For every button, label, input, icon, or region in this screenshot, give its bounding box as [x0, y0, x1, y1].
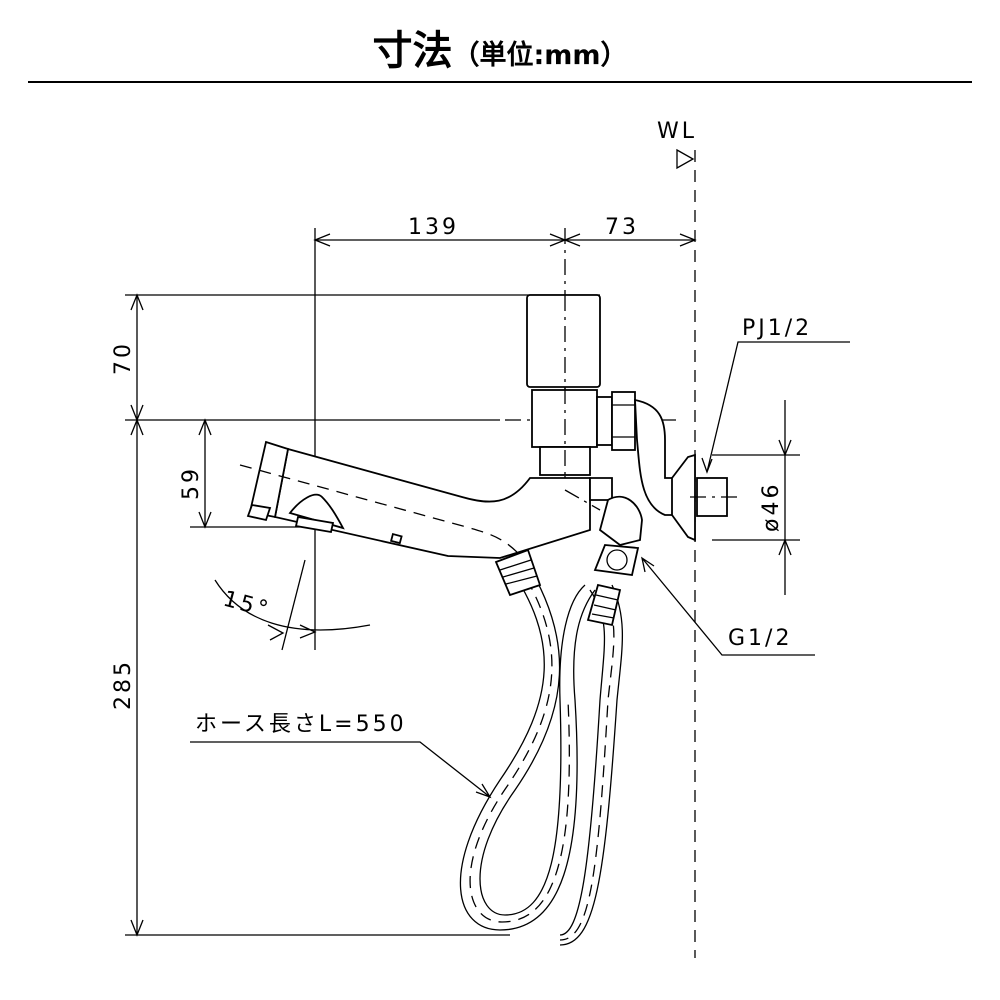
arrows — [130, 293, 212, 937]
title-divider — [28, 81, 972, 83]
spout — [239, 440, 601, 559]
arrows — [778, 439, 792, 556]
page-title: 寸法（単位:mm） — [0, 18, 1000, 76]
dim-70: 70 — [111, 341, 136, 375]
dim-139: 139 — [408, 215, 459, 240]
wall-flange — [671, 453, 740, 542]
title-unit: （単位:mm） — [452, 40, 628, 71]
arrows — [313, 233, 697, 247]
dim-73: 73 — [605, 215, 639, 240]
hose-leader — [190, 741, 492, 799]
dim-59: 59 — [179, 466, 204, 500]
wl-triangle-icon — [676, 148, 695, 170]
dim-285: 285 — [111, 659, 136, 710]
pj-label: PJ1/2 — [742, 316, 812, 341]
hose-couplings — [494, 548, 622, 627]
angle-label: 15° — [220, 587, 273, 624]
angle-line — [281, 559, 306, 651]
g-leader — [641, 556, 815, 656]
g-label: G1/2 — [728, 626, 792, 651]
hose — [459, 559, 623, 946]
hose-label: ホース長さL=550 — [195, 712, 407, 737]
wl-label: WL — [657, 119, 697, 144]
dim-46: ø46 — [759, 482, 784, 532]
angle-arc — [214, 579, 371, 641]
title-main: 寸法 — [372, 28, 453, 74]
pj-leader — [701, 341, 850, 474]
